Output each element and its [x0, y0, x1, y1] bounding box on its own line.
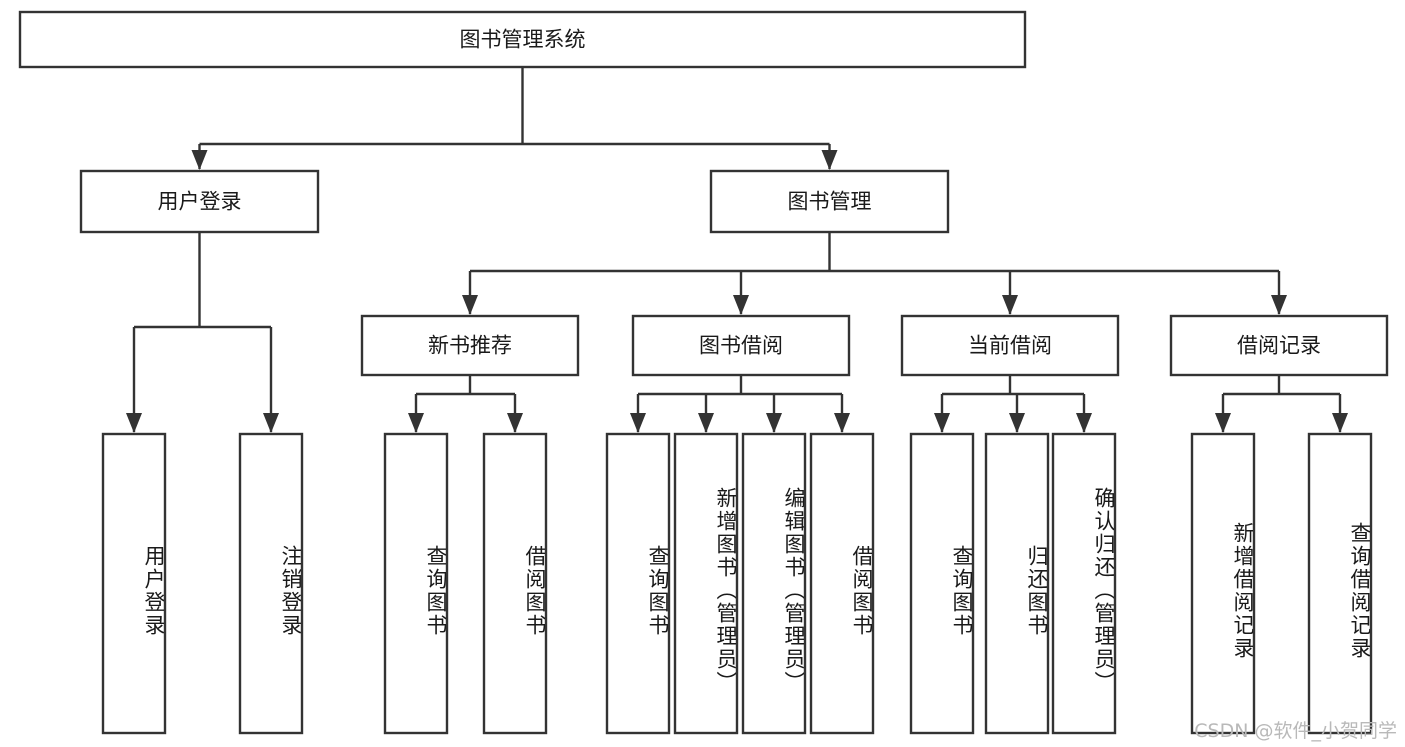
arrow-leaf-query-book-1 — [408, 413, 424, 433]
arrow-leaf-query-record — [1332, 413, 1348, 433]
node-layer: 图书管理系统用户登录图书管理新书推荐图书借阅当前借阅借阅记录用户登录注销登录查询… — [18, 10, 1389, 735]
arrow-new-book-recommend — [462, 295, 478, 315]
node-box-leaf-user-login — [101, 432, 167, 735]
node-label-new-book-recommend: 新书推荐 — [428, 334, 512, 358]
arrow-leaf-query-book-2 — [630, 413, 646, 433]
node-box-user-login — [79, 169, 320, 234]
node-box-book-manage — [709, 169, 950, 234]
node-leaf-add-record[interactable]: 新增借阅记录 — [1190, 432, 1256, 735]
node-label-leaf-query-book-2: 查询图书 — [646, 544, 668, 637]
arrow-borrow-record — [1271, 295, 1287, 315]
node-current-borrow[interactable]: 当前借阅 — [900, 314, 1120, 377]
node-label-root: 图书管理系统 — [460, 28, 586, 52]
node-user-login[interactable]: 用户登录 — [79, 169, 320, 234]
node-leaf-query-book-3[interactable]: 查询图书 — [909, 432, 975, 735]
node-label-borrow-record: 借阅记录 — [1237, 334, 1321, 358]
node-label-leaf-user-login: 用户登录 — [142, 544, 164, 637]
node-label-leaf-edit-book: 编辑图书（管理员） — [782, 487, 804, 694]
node-box-leaf-query-record — [1307, 432, 1373, 735]
node-new-book-recommend[interactable]: 新书推荐 — [360, 314, 580, 377]
node-leaf-confirm-return[interactable]: 确认归还（管理员） — [1051, 432, 1117, 735]
arrow-user-login — [191, 150, 208, 170]
arrow-leaf-user-login — [126, 413, 142, 433]
node-label-book-manage: 图书管理 — [788, 190, 872, 214]
node-box-leaf-user-logout — [238, 432, 304, 735]
node-leaf-return-book[interactable]: 归还图书 — [984, 432, 1050, 735]
node-box-root — [18, 10, 1027, 69]
node-box-leaf-return-book — [984, 432, 1050, 735]
node-label-leaf-confirm-return: 确认归还（管理员） — [1092, 487, 1114, 694]
node-box-leaf-borrow-book-2 — [809, 432, 875, 735]
arrow-leaf-edit-book — [766, 413, 782, 433]
node-leaf-query-book-1[interactable]: 查询图书 — [383, 432, 449, 735]
arrow-leaf-borrow-book-2 — [834, 413, 850, 433]
node-label-leaf-add-record: 新增借阅记录 — [1231, 521, 1253, 660]
arrow-leaf-user-logout — [263, 413, 279, 433]
node-box-leaf-add-record — [1190, 432, 1256, 735]
node-box-leaf-edit-book — [741, 432, 807, 735]
arrow-book-manage — [821, 150, 838, 170]
node-box-new-book-recommend — [360, 314, 580, 377]
node-box-leaf-query-book-3 — [909, 432, 975, 735]
node-box-leaf-borrow-book-1 — [482, 432, 548, 735]
node-leaf-query-record[interactable]: 查询借阅记录 — [1307, 432, 1373, 735]
node-label-leaf-query-book-1: 查询图书 — [424, 544, 446, 637]
node-leaf-borrow-book-2[interactable]: 借阅图书 — [809, 432, 875, 735]
node-label-leaf-user-logout: 注销登录 — [279, 544, 301, 637]
node-leaf-user-logout[interactable]: 注销登录 — [238, 432, 304, 735]
node-box-current-borrow — [900, 314, 1120, 377]
arrow-leaf-add-book — [698, 413, 714, 433]
arrow-leaf-confirm-return — [1076, 413, 1092, 433]
node-label-leaf-borrow-book-1: 借阅图书 — [523, 544, 545, 637]
node-leaf-borrow-book-1[interactable]: 借阅图书 — [482, 432, 548, 735]
node-book-borrow[interactable]: 图书借阅 — [631, 314, 851, 377]
arrow-leaf-query-book-3 — [934, 413, 950, 433]
node-box-leaf-query-book-1 — [383, 432, 449, 735]
node-box-leaf-query-book-2 — [605, 432, 671, 735]
node-label-leaf-add-book: 新增图书（管理员） — [714, 487, 736, 694]
node-label-leaf-query-book-3: 查询图书 — [950, 544, 972, 637]
connector-layer — [126, 67, 1348, 433]
node-label-book-borrow: 图书借阅 — [699, 334, 783, 358]
node-book-manage[interactable]: 图书管理 — [709, 169, 950, 234]
node-label-user-login: 用户登录 — [158, 190, 242, 214]
node-label-leaf-query-record: 查询借阅记录 — [1348, 521, 1370, 660]
arrow-leaf-borrow-book-1 — [507, 413, 523, 433]
node-root[interactable]: 图书管理系统 — [18, 10, 1027, 69]
node-label-leaf-borrow-book-2: 借阅图书 — [850, 544, 872, 637]
node-leaf-user-login[interactable]: 用户登录 — [101, 432, 167, 735]
node-leaf-edit-book[interactable]: 编辑图书（管理员） — [741, 432, 807, 735]
node-box-borrow-record — [1169, 314, 1389, 377]
node-label-leaf-return-book: 归还图书 — [1025, 544, 1047, 637]
arrow-book-borrow — [733, 295, 749, 315]
arrow-current-borrow — [1002, 295, 1018, 315]
arrow-leaf-add-record — [1215, 413, 1231, 433]
node-leaf-query-book-2[interactable]: 查询图书 — [605, 432, 671, 735]
node-box-book-borrow — [631, 314, 851, 377]
node-borrow-record[interactable]: 借阅记录 — [1169, 314, 1389, 377]
node-box-leaf-confirm-return — [1051, 432, 1117, 735]
arrow-leaf-return-book — [1009, 413, 1025, 433]
node-leaf-add-book[interactable]: 新增图书（管理员） — [673, 432, 739, 735]
node-label-current-borrow: 当前借阅 — [968, 334, 1052, 358]
node-box-leaf-add-book — [673, 432, 739, 735]
